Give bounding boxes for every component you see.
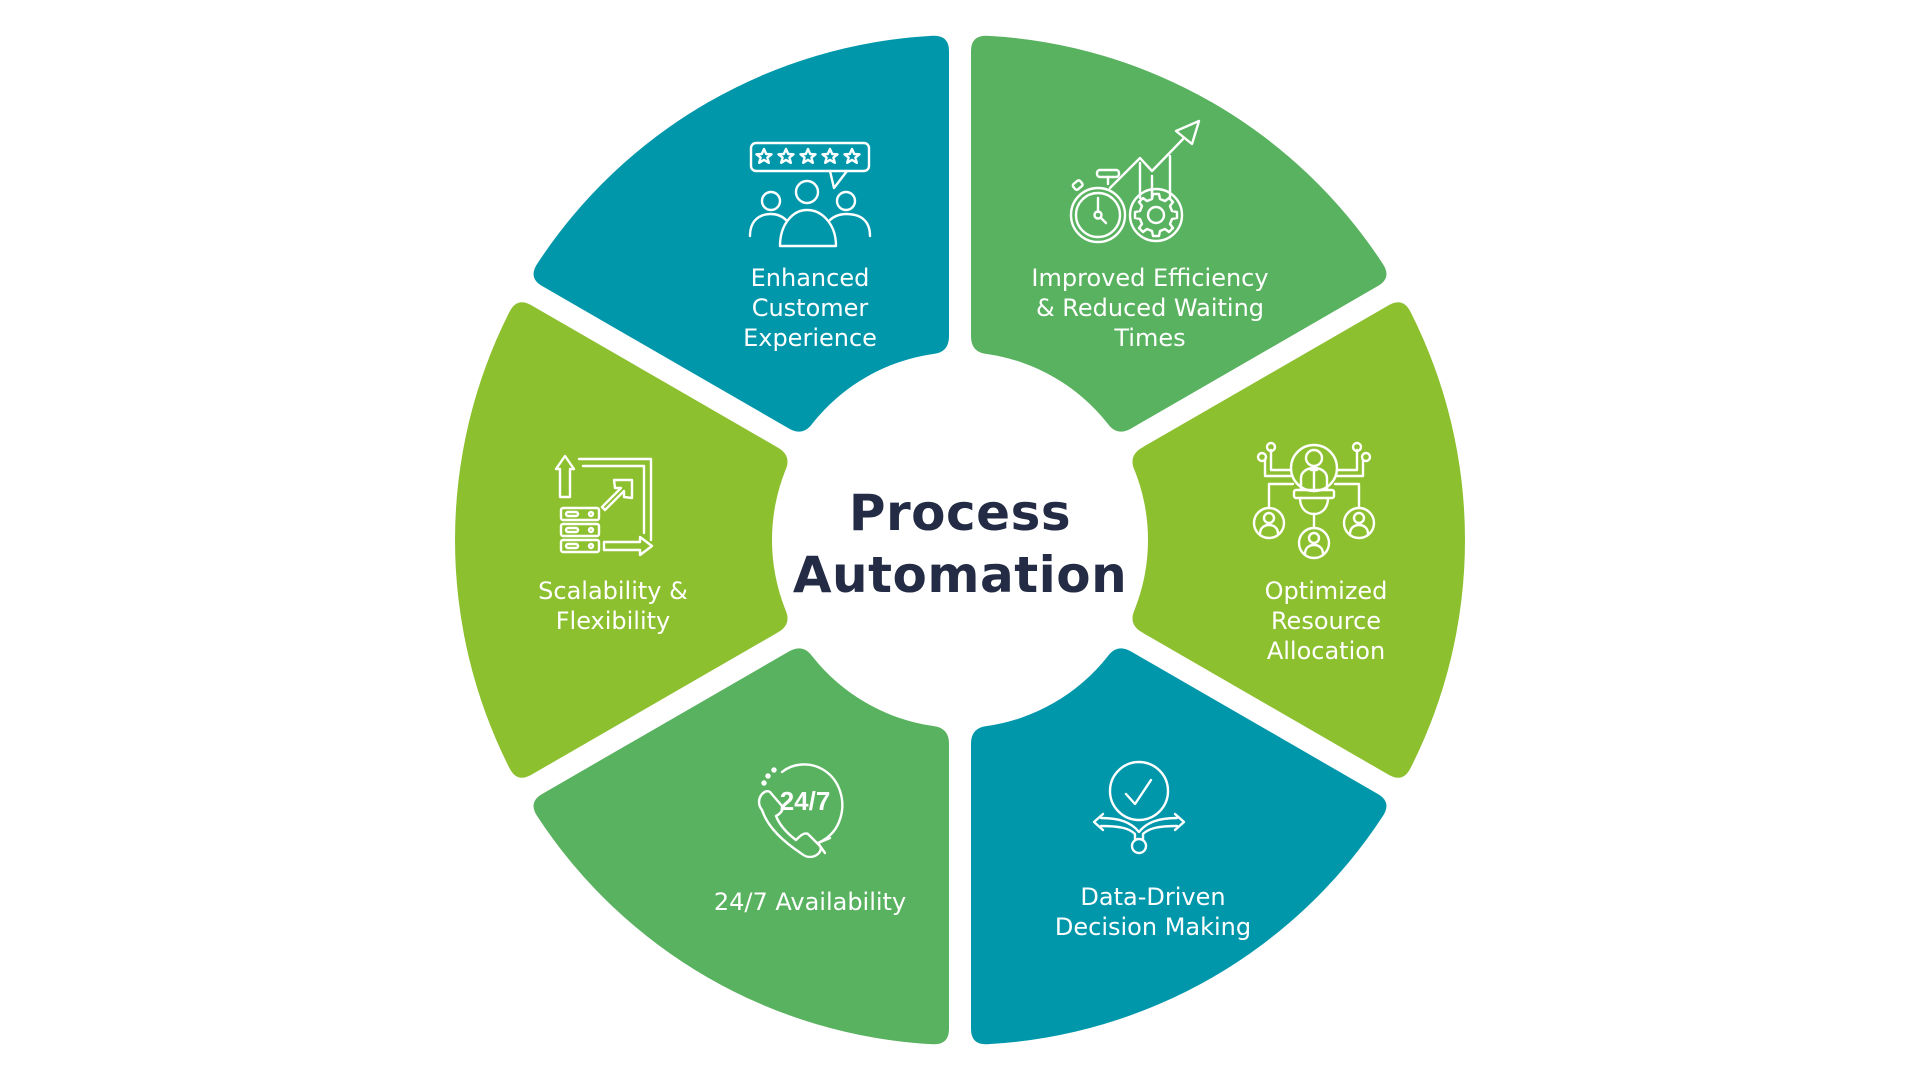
label-line: Experience	[743, 324, 877, 352]
label-line: Customer	[751, 294, 869, 322]
stopwatch-gear-growth-icon	[1068, 118, 1204, 248]
label-line: Enhanced	[750, 264, 870, 292]
label-line: 24/7 Availability	[713, 888, 907, 916]
label-enhanced-customer-experience: Enhanced Customer Experience	[743, 263, 877, 353]
label-data-driven-decision-making: Data-Driven Decision Making	[1055, 882, 1251, 942]
decision-check-icon	[1091, 760, 1187, 858]
label-availability-24-7: 24/7 Availability	[714, 887, 906, 917]
segment-availability-24-7	[533, 648, 949, 1045]
label-line: & Reduced Waiting	[1035, 294, 1265, 322]
label-line: Improved Efficiency	[1031, 264, 1269, 292]
label-line: Resource	[1270, 607, 1382, 635]
customer-rating-icon	[748, 140, 872, 252]
scalability-server-icon	[554, 454, 660, 566]
label-line: Flexibility	[555, 607, 671, 635]
segment-data-driven-decision-making	[971, 648, 1387, 1045]
segment-enhanced-customer-experience	[533, 35, 949, 432]
center-title: Process Automation	[793, 482, 1127, 606]
label-scalability-flexibility: Scalability & Flexibility	[538, 576, 688, 636]
center-title-line-2: Automation	[792, 546, 1128, 604]
segment-improved-efficiency	[971, 35, 1387, 432]
label-line: Data-Driven	[1080, 883, 1226, 911]
label-line: Scalability &	[538, 577, 688, 605]
label-line: Optimized	[1264, 577, 1388, 605]
center-title-line-1: Process	[848, 484, 1072, 542]
label-optimized-resource-allocation: Optimized Resource Allocation	[1265, 576, 1388, 666]
label-line: Decision Making	[1054, 913, 1252, 941]
icon-24-7-text: 24/7	[780, 786, 831, 816]
label-improved-efficiency: Improved Efficiency & Reduced Waiting Ti…	[1031, 263, 1268, 353]
label-line: Allocation	[1266, 637, 1386, 665]
label-line: Times	[1114, 324, 1186, 352]
phone-24-7-icon: 24/7	[748, 760, 848, 868]
segment-scalability-flexibility	[455, 302, 788, 778]
resource-network-icon	[1252, 440, 1378, 564]
star-icons	[755, 147, 861, 164]
